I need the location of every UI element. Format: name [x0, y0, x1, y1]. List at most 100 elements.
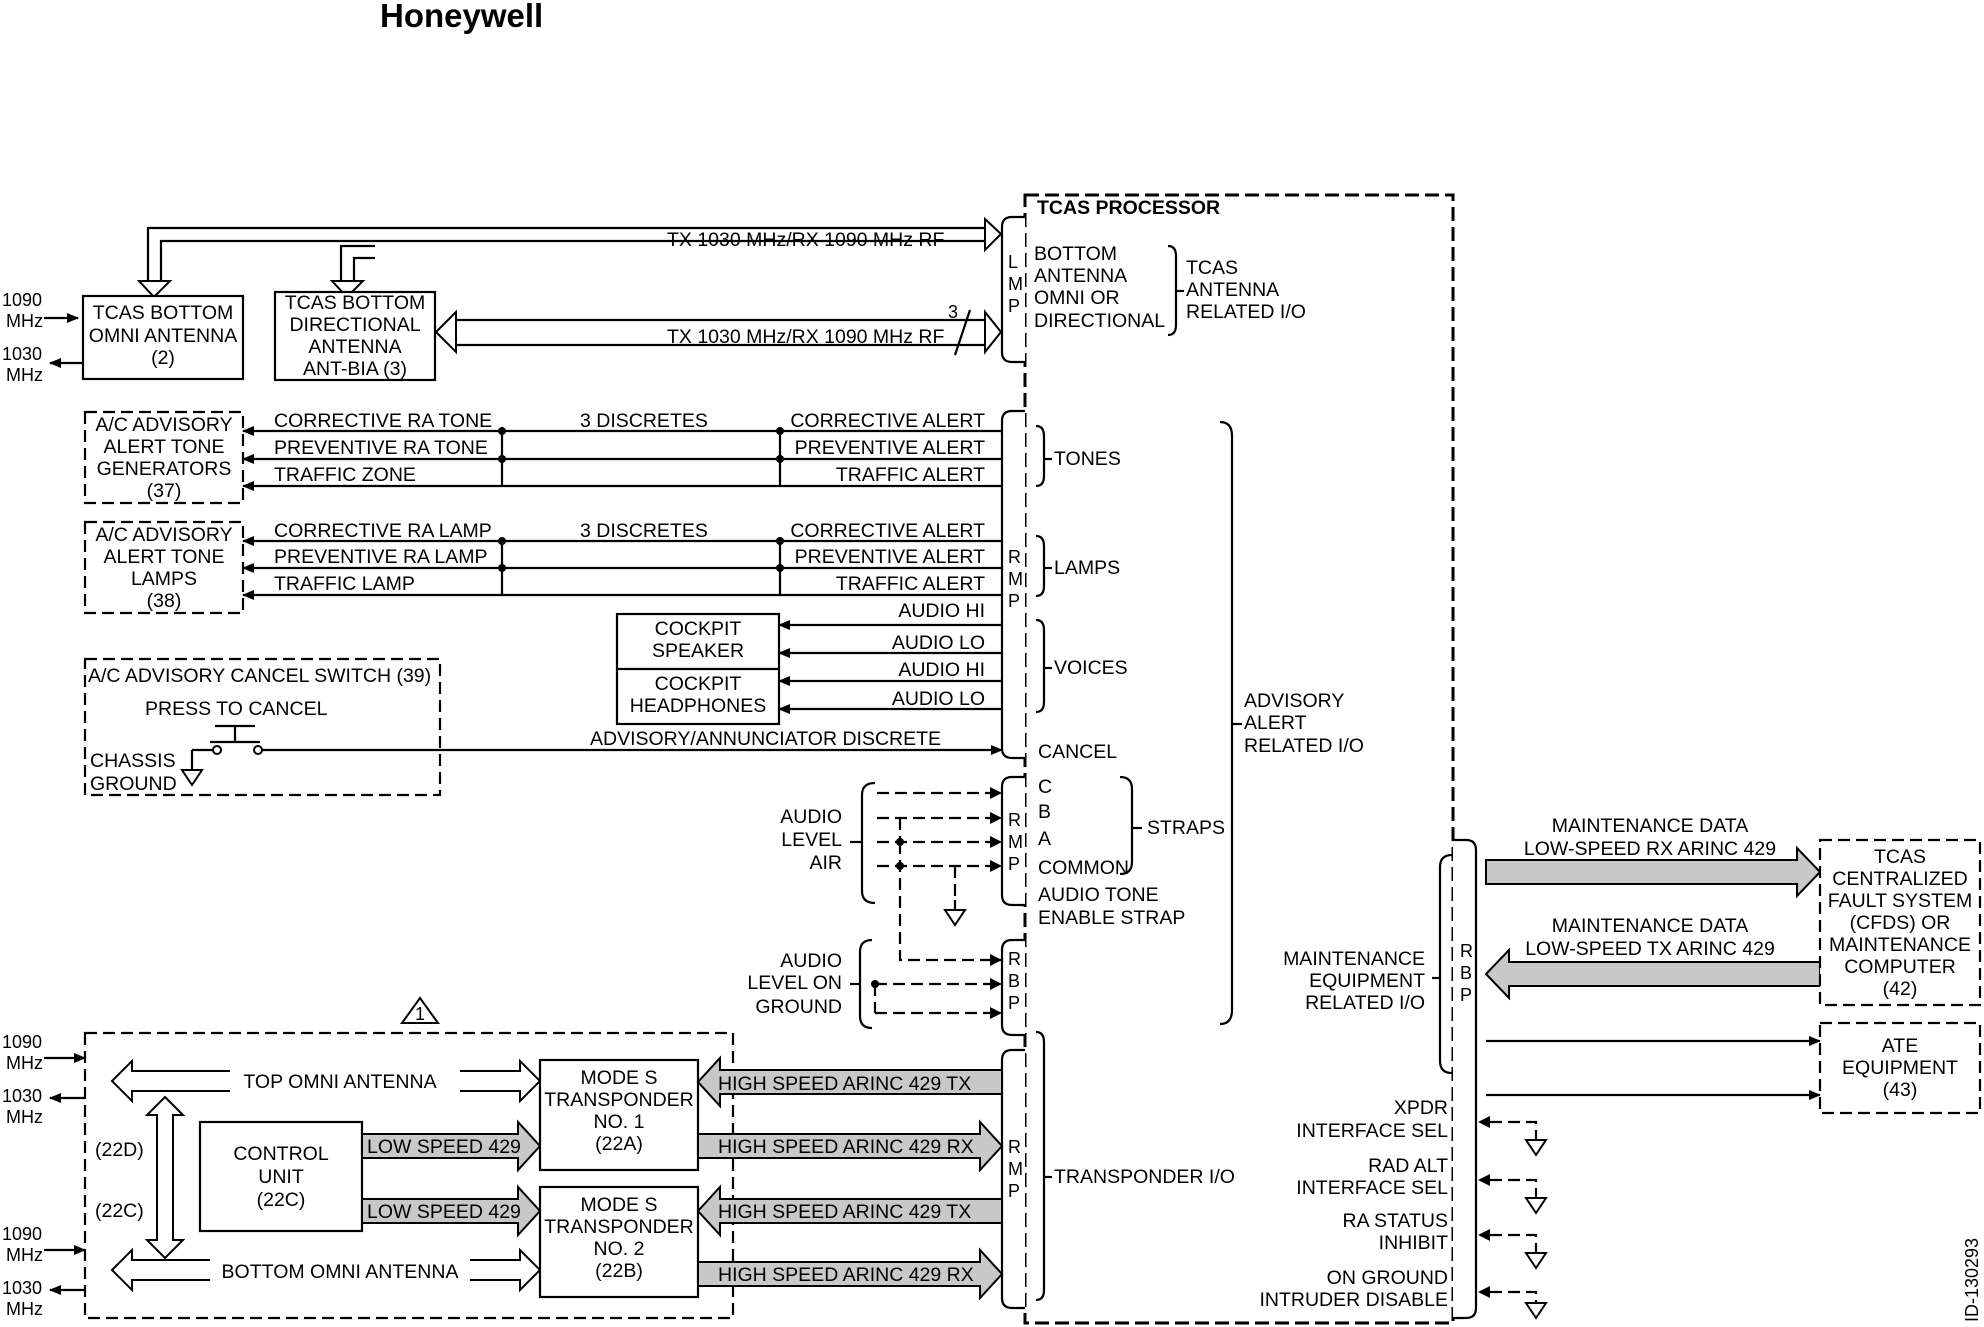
svg-text:MHz: MHz — [6, 1107, 43, 1127]
svg-text:TRANSPONDER I/O: TRANSPONDER I/O — [1054, 1166, 1235, 1188]
svg-text:RELATED I/O: RELATED I/O — [1186, 301, 1306, 323]
svg-text:INTRUDER DISABLE: INTRUDER DISABLE — [1259, 1289, 1448, 1311]
label-22c: (22C) — [95, 1200, 144, 1222]
svg-text:1030: 1030 — [2, 1278, 42, 1298]
svg-text:1090: 1090 — [2, 1032, 42, 1052]
svg-text:DIRECTIONAL: DIRECTIONAL — [1034, 310, 1165, 332]
svg-text:MAINTENANCE DATA: MAINTENANCE DATA — [1552, 915, 1748, 937]
svg-text:A: A — [1038, 828, 1051, 850]
tcas-bottom-omni-antenna: TCAS BOTTOM OMNI ANTENNA (2) — [81, 294, 245, 381]
svg-text:CORRECTIVE ALERT: CORRECTIVE ALERT — [790, 410, 985, 432]
svg-text:SPEAKER: SPEAKER — [652, 640, 744, 662]
svg-text:B: B — [1038, 801, 1051, 823]
svg-text:MODE S: MODE S — [581, 1194, 658, 1216]
figure-id: ID-130293 — [1962, 1238, 1982, 1322]
svg-text:INTERFACE SEL: INTERFACE SEL — [1296, 1177, 1448, 1199]
transponder-io-group: TRANSPONDER I/O — [1035, 1030, 1235, 1302]
svg-text:TONES: TONES — [1054, 448, 1121, 470]
svg-text:MAINTENANCE: MAINTENANCE — [1829, 934, 1971, 956]
svg-text:L: L — [1008, 252, 1018, 272]
svg-text:1030: 1030 — [2, 344, 42, 364]
svg-text:M: M — [1008, 832, 1023, 852]
svg-text:DIRECTIONAL: DIRECTIONAL — [289, 314, 420, 336]
low-speed-429-1: LOW SPEED 429 — [361, 1119, 542, 1173]
svg-text:R: R — [1008, 1137, 1021, 1157]
svg-text:MHz: MHz — [6, 365, 43, 385]
svg-text:LOW SPEED 429: LOW SPEED 429 — [367, 1201, 521, 1223]
svg-text:ALERT TONE: ALERT TONE — [103, 436, 224, 458]
svg-text:AIR: AIR — [809, 852, 842, 874]
svg-text:RA STATUS: RA STATUS — [1343, 1210, 1448, 1232]
label-22d: (22D) — [95, 1139, 144, 1161]
svg-text:MHz: MHz — [6, 1299, 43, 1319]
svg-text:AUDIO LO: AUDIO LO — [892, 688, 985, 710]
svg-text:ALERT TONE: ALERT TONE — [103, 546, 224, 568]
svg-text:PREVENTIVE RA LAMP: PREVENTIVE RA LAMP — [274, 546, 487, 568]
svg-text:CORRECTIVE ALERT: CORRECTIVE ALERT — [790, 520, 985, 542]
svg-text:ALERT: ALERT — [1244, 712, 1307, 734]
svg-text:RELATED I/O: RELATED I/O — [1244, 735, 1364, 757]
interface-straps: XPDR INTERFACE SEL RAD ALT INTERFACE SEL… — [1259, 1097, 1548, 1320]
svg-text:AUDIO: AUDIO — [780, 806, 842, 828]
tone-generators-box: A/C ADVISORY ALERT TONE GENERATORS (37) — [83, 410, 245, 505]
maintenance-rx-arrow: MAINTENANCE DATA LOW-SPEED RX ARINC 429 — [1485, 815, 1822, 899]
tcas-bottom-directional-antenna: TCAS BOTTOM DIRECTIONAL ANTENNA ANT-BIA … — [273, 290, 437, 382]
freq-labels-bottom: 1090 MHz 1030 MHz 1090 MHz 1030 MHz — [2, 1032, 86, 1319]
lamp-signals: CORRECTIVE RA LAMP PREVENTIVE RA LAMP TR… — [242, 520, 1120, 600]
antenna-crosslink — [144, 1095, 186, 1260]
svg-text:NO. 2: NO. 2 — [594, 1238, 645, 1260]
svg-text:TOP OMNI ANTENNA: TOP OMNI ANTENNA — [243, 1071, 436, 1093]
high-speed-rx-1: HIGH SPEED ARINC 429 RX — [697, 1119, 1004, 1173]
svg-text:ANTENNA: ANTENNA — [1186, 279, 1279, 301]
svg-text:LAMPS: LAMPS — [131, 568, 197, 590]
high-speed-tx-1: HIGH SPEED ARINC 429 TX — [696, 1055, 1003, 1109]
svg-text:(42): (42) — [1883, 978, 1918, 1000]
svg-text:MHz: MHz — [6, 1245, 43, 1265]
cockpit-speaker-headphones: COCKPIT SPEAKER COCKPIT HEADPHONES — [615, 612, 781, 726]
svg-text:3: 3 — [948, 302, 958, 322]
svg-text:GENERATORS: GENERATORS — [97, 458, 232, 480]
svg-text:ANTENNA: ANTENNA — [308, 336, 401, 358]
svg-text:AUDIO TONE: AUDIO TONE — [1038, 884, 1159, 906]
svg-text:(22B): (22B) — [595, 1260, 643, 1282]
svg-text:VOICES: VOICES — [1054, 657, 1128, 679]
ate-equipment-box: ATE EQUIPMENT (43) — [1486, 1021, 1982, 1115]
svg-text:COCKPIT: COCKPIT — [655, 618, 742, 640]
svg-text:ENABLE STRAP: ENABLE STRAP — [1038, 907, 1185, 929]
processor-title: TCAS PROCESSOR — [1037, 197, 1220, 219]
svg-text:TCAS: TCAS — [1874, 846, 1926, 868]
svg-text:CANCEL: CANCEL — [1038, 741, 1117, 763]
svg-text:TRAFFIC ALERT: TRAFFIC ALERT — [836, 573, 985, 595]
svg-text:P: P — [1008, 296, 1020, 316]
svg-text:TCAS BOTTOM: TCAS BOTTOM — [93, 302, 233, 324]
maintenance-group: MAINTENANCE EQUIPMENT RELATED I/O — [1283, 853, 1453, 1075]
advisory-cancel-switch: A/C ADVISORY CANCEL SWITCH (39) PRESS TO… — [83, 657, 1117, 797]
high-speed-tx-2: HIGH SPEED ARINC 429 TX — [696, 1184, 1003, 1238]
svg-text:P: P — [1008, 993, 1020, 1013]
connector-rmp-transponder: R M P — [1000, 1048, 1025, 1310]
svg-text:MHz: MHz — [6, 311, 43, 331]
svg-text:BOTTOM OMNI ANTENNA: BOTTOM OMNI ANTENNA — [222, 1261, 459, 1283]
rf-bus-bottom: 3 TX 1030 MHz/RX 1090 MHz RF — [434, 302, 1003, 356]
svg-text:LAMPS: LAMPS — [1054, 557, 1120, 579]
svg-text:MHz: MHz — [6, 1053, 43, 1073]
svg-text:XPDR: XPDR — [1394, 1097, 1448, 1119]
svg-text:FAULT SYSTEM: FAULT SYSTEM — [1828, 890, 1972, 912]
honeywell-logo: Honeywell — [380, 0, 543, 34]
svg-text:BOTTOM: BOTTOM — [1034, 243, 1117, 265]
svg-text:MODE S: MODE S — [581, 1067, 658, 1089]
svg-text:HIGH SPEED ARINC 429 TX: HIGH SPEED ARINC 429 TX — [718, 1201, 971, 1223]
svg-text:(2): (2) — [151, 347, 175, 369]
svg-text:ATE: ATE — [1882, 1035, 1918, 1057]
svg-text:ADVISORY: ADVISORY — [1244, 690, 1344, 712]
svg-text:UNIT: UNIT — [258, 1166, 304, 1188]
svg-text:P: P — [1008, 1181, 1020, 1201]
freq-labels-top: 1090 MHz 1030 MHz — [2, 290, 83, 385]
svg-text:R: R — [1008, 547, 1021, 567]
svg-text:RELATED I/O: RELATED I/O — [1305, 992, 1425, 1014]
mode-s-transponder-1: MODE S TRANSPONDER NO. 1 (22A) — [538, 1058, 700, 1172]
svg-text:PREVENTIVE ALERT: PREVENTIVE ALERT — [795, 437, 985, 459]
svg-text:B: B — [1008, 971, 1020, 991]
svg-text:(CFDS) OR: (CFDS) OR — [1850, 912, 1951, 934]
low-speed-429-2: LOW SPEED 429 — [361, 1184, 542, 1238]
